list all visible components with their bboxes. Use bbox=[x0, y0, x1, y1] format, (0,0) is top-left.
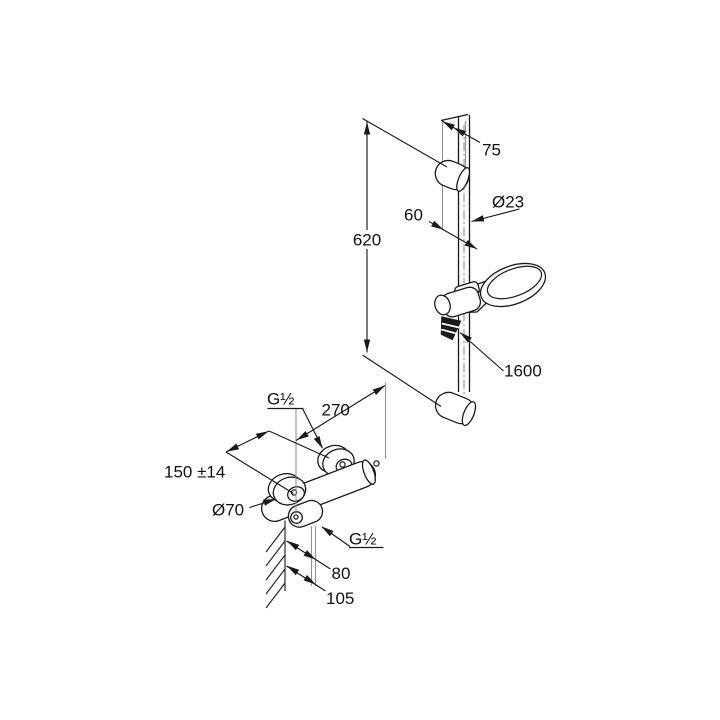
mixer-end-screw bbox=[373, 460, 380, 467]
dim-label-1600: 1600 bbox=[504, 362, 542, 381]
dim-label-620: 620 bbox=[353, 231, 381, 250]
mixer-body bbox=[260, 459, 377, 522]
leader-rail-diameter bbox=[471, 208, 520, 223]
dim-label-75: 75 bbox=[482, 141, 501, 160]
leader-hose-length bbox=[459, 332, 504, 372]
dimension-620 bbox=[362, 118, 448, 407]
wall-bracket-bottom bbox=[434, 391, 477, 427]
dimension-270 bbox=[295, 385, 386, 441]
wall-section bbox=[265, 520, 286, 609]
rail-top-end bbox=[440, 113, 469, 122]
dim-label-escutcheon-diameter: Ø70 bbox=[212, 501, 244, 520]
label-620-backing bbox=[349, 230, 385, 249]
dimension-105 bbox=[286, 565, 326, 592]
shower-rail bbox=[434, 113, 477, 427]
dimension-150 bbox=[225, 430, 330, 494]
hand-shower-head bbox=[479, 262, 547, 308]
hand-shower bbox=[434, 262, 547, 341]
dim-label-outlet-thread: G½ bbox=[349, 530, 376, 549]
leader-escutcheon-diameter bbox=[249, 498, 276, 509]
dim-label-80: 80 bbox=[332, 564, 351, 583]
dimension-80 bbox=[286, 540, 331, 570]
holder-knob bbox=[434, 294, 451, 316]
hose-connector bbox=[440, 316, 462, 341]
leader-inlet-thread bbox=[267, 407, 324, 449]
dim-label-150: 150 ±14 bbox=[164, 463, 225, 482]
dim-label-270: 270 bbox=[322, 401, 350, 420]
dim-label-105: 105 bbox=[326, 589, 354, 608]
dim-label-inlet-thread: G½ bbox=[267, 390, 294, 409]
dimension-60 bbox=[428, 220, 478, 250]
dim-label-60: 60 bbox=[404, 206, 423, 225]
dim-label-rail-diameter: Ø23 bbox=[492, 193, 524, 212]
leader-outlet-thread bbox=[321, 526, 384, 549]
wall-bracket-top bbox=[434, 159, 471, 192]
dimension-75 bbox=[441, 120, 481, 144]
thermostatic-mixer bbox=[260, 444, 380, 528]
